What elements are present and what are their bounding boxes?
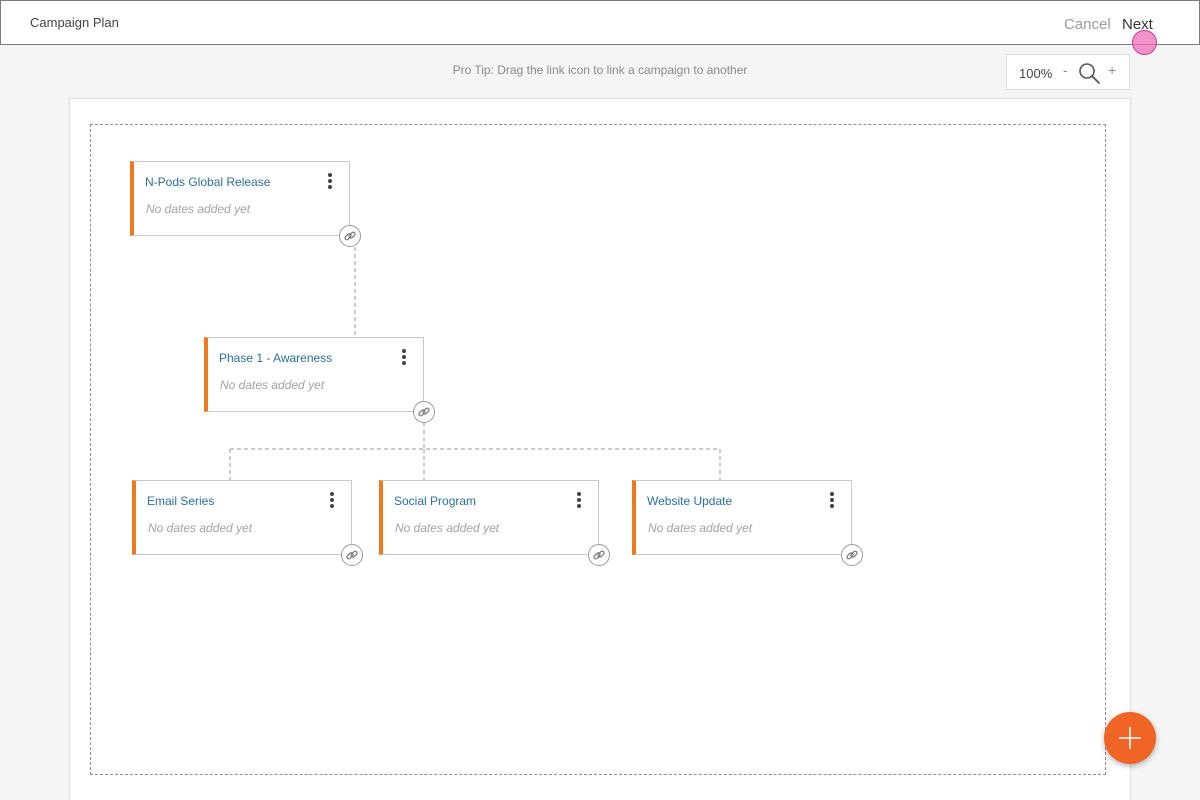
pro-tip: Pro Tip: Drag the link icon to link a ca… [452,63,748,77]
campaign-dates: No dates added yet [148,521,253,535]
link-icon[interactable] [841,544,863,566]
add-campaign-button[interactable] [1104,712,1156,764]
page-title: Campaign Plan [30,15,119,30]
campaign-dates: No dates added yet [395,521,500,535]
campaign-drop-area [90,124,1106,775]
pointer-indicator [1132,30,1157,55]
zoom-controls: 100% - + [1006,54,1130,90]
search-icon[interactable] [1077,61,1101,85]
zoom-out-button[interactable]: - [1063,62,1068,78]
campaign-title[interactable]: Website Update [647,494,733,508]
plus-icon [1119,727,1141,749]
next-button[interactable]: Next [1122,16,1153,33]
campaign-title[interactable]: Phase 1 - Awareness [219,351,333,365]
zoom-level: 100% [1019,66,1053,81]
campaign-dates: No dates added yet [220,378,325,392]
campaign-dates: No dates added yet [648,521,753,535]
campaign-title[interactable]: N-Pods Global Release [145,175,271,189]
zoom-in-button[interactable]: + [1108,62,1117,78]
link-icon[interactable] [339,225,361,247]
campaign-dates: No dates added yet [146,202,251,216]
campaign-title[interactable]: Email Series [147,494,215,508]
campaign-card[interactable]: N-Pods Global Release No dates added yet [130,161,361,247]
campaign-card[interactable]: Email Series No dates added yet [132,480,363,566]
campaign-card[interactable]: Phase 1 - Awareness No dates added yet [204,337,435,423]
campaign-title[interactable]: Social Program [394,494,477,508]
campaign-card[interactable]: Social Program No dates added yet [379,480,610,566]
more-vertical-icon[interactable] [327,491,337,511]
campaign-card[interactable]: Website Update No dates added yet [632,480,863,566]
more-vertical-icon[interactable] [399,348,409,368]
link-icon[interactable] [341,544,363,566]
cancel-button[interactable]: Cancel [1064,16,1111,33]
more-vertical-icon[interactable] [574,491,584,511]
top-bar: Campaign Plan Cancel Next [0,0,1200,45]
more-vertical-icon[interactable] [827,491,837,511]
link-icon[interactable] [588,544,610,566]
link-icon[interactable] [413,401,435,423]
more-vertical-icon[interactable] [325,172,335,192]
